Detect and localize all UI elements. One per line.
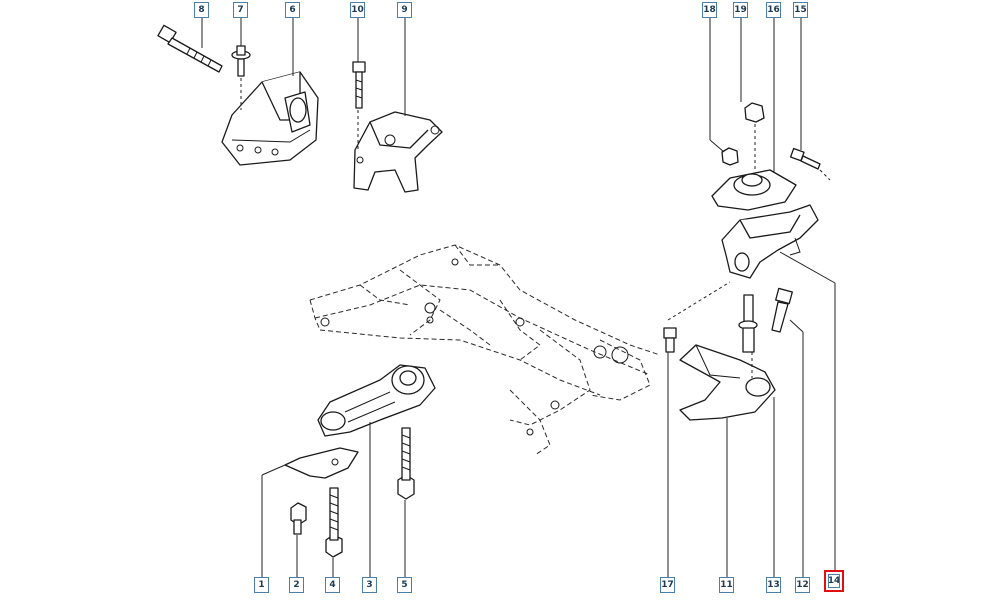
part-8-bolt	[157, 24, 223, 73]
callout-13[interactable]: 13	[766, 577, 781, 593]
callout-17[interactable]: 17	[660, 577, 675, 593]
callout-10[interactable]: 10	[350, 2, 365, 18]
part-1-plate	[284, 447, 359, 479]
part-2-bolt	[290, 502, 307, 535]
part-14-support-bracket	[721, 204, 819, 279]
part-12-bolt	[771, 287, 793, 333]
part-3-torque-rod	[317, 364, 436, 437]
part-17-bolt	[663, 327, 677, 353]
callout-9[interactable]: 9	[397, 2, 412, 18]
part-19-nut	[744, 102, 765, 123]
part-13-stud	[738, 294, 758, 353]
callout-7[interactable]: 7	[233, 2, 248, 18]
callout-18[interactable]: 18	[702, 2, 717, 18]
part-10-bolt	[352, 61, 366, 109]
part-18-nut	[721, 147, 739, 166]
callout-2[interactable]: 2	[289, 577, 304, 593]
callout-1[interactable]: 1	[254, 577, 269, 593]
subframe	[309, 244, 661, 456]
callout-11[interactable]: 11	[719, 577, 734, 593]
callout-6[interactable]: 6	[285, 2, 300, 18]
callout-3[interactable]: 3	[362, 577, 377, 593]
callout-4[interactable]: 4	[325, 577, 340, 593]
callout-14-highlighted[interactable]: 14	[824, 570, 844, 592]
callout-16[interactable]: 16	[766, 2, 781, 18]
part-11-bracket	[679, 344, 776, 421]
leader-lines	[201, 16, 836, 577]
callout-15[interactable]: 15	[793, 2, 808, 18]
callout-12[interactable]: 12	[795, 577, 810, 593]
callout-8[interactable]: 8	[194, 2, 209, 18]
callout-5[interactable]: 5	[397, 577, 412, 593]
callout-19[interactable]: 19	[733, 2, 748, 18]
part-5-bolt	[397, 427, 415, 500]
part-15-bolt	[789, 147, 821, 170]
part-6-engine-mount	[221, 71, 319, 166]
part-16-mount-pad	[711, 169, 797, 211]
part-7-bolt	[231, 45, 251, 77]
part-4-bolt	[325, 487, 343, 558]
part-9-bracket	[353, 111, 443, 193]
